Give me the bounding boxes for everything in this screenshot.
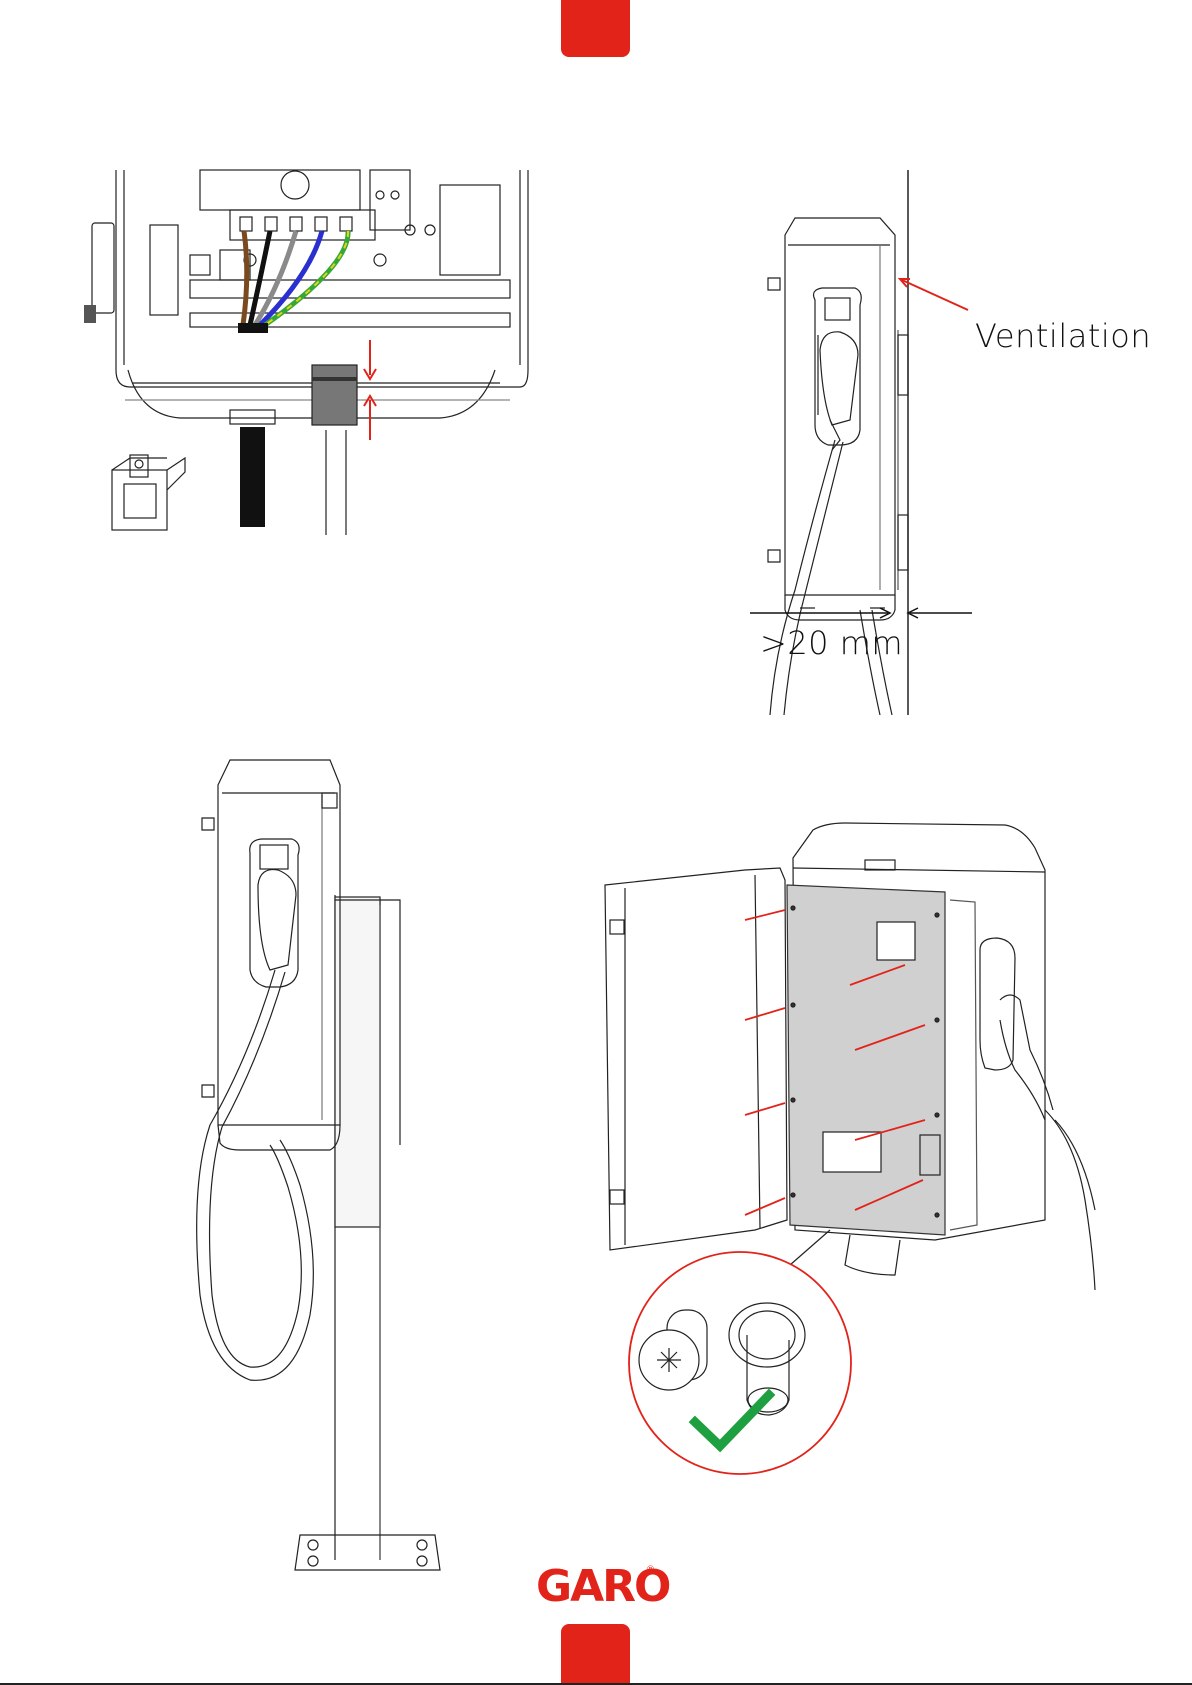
registered-mark: ®: [646, 1565, 655, 1575]
page-tab-top: [561, 0, 630, 57]
screw-detail-zoom: [627, 1250, 853, 1476]
clearance-dimension-label: >20 mm: [760, 624, 903, 662]
figure-cable-connection: [80, 165, 540, 545]
ventilation-label: Ventilation: [975, 317, 1151, 355]
figure-pedestal-mount: [180, 755, 460, 1575]
garo-logo: GARO ®: [536, 1565, 669, 1609]
page-tab-bottom: [561, 1624, 630, 1685]
